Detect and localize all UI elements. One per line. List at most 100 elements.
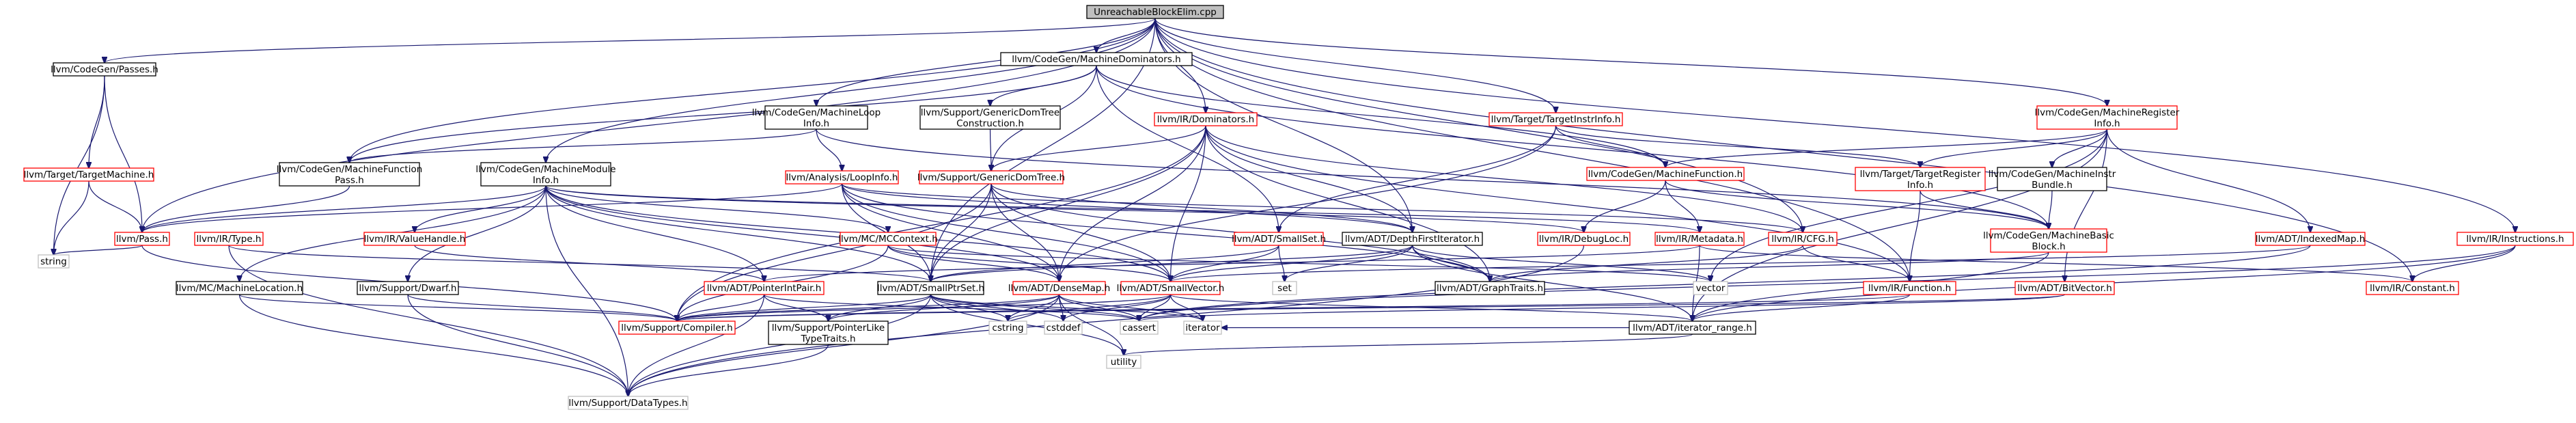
edge-layer — [54, 18, 2516, 396]
node-box-pointerintpair — [704, 281, 825, 295]
node-graphtraits[interactable]: llvm/ADT/GraphTraits.h — [1435, 281, 1545, 295]
node-label-smallset-line-1: llvm/ADT/SmallSet.h — [1232, 234, 1326, 245]
node-loopinfo[interactable]: llvm/Analysis/LoopInfo.h — [785, 170, 899, 185]
edge-machinemoduleinfo-to-densemap — [545, 185, 1060, 282]
node-targetmachine[interactable]: llvm/Target/TargetMachine.h — [23, 167, 154, 182]
node-passes[interactable]: llvm/CodeGen/Passes.h — [51, 62, 158, 77]
node-mccontext[interactable]: llvm/MC/MCContext.h — [838, 232, 938, 246]
node-genericdomtreeconstruction[interactable]: llvm/Support/GenericDomTreeConstruction.… — [919, 105, 1061, 130]
node-machinefunction[interactable]: llvm/CodeGen/MachineFunction.h — [1586, 167, 1745, 181]
edge-pointerintpair-to-datatypes — [628, 294, 765, 396]
node-box-cassert — [1120, 320, 1159, 335]
edge-pointerintpair-to-compiler — [677, 294, 765, 321]
node-smallset[interactable]: llvm/ADT/SmallSet.h — [1232, 232, 1326, 246]
edge-mccontext-to-densemap — [887, 245, 1060, 282]
node-compiler[interactable]: llvm/Support/Compiler.h — [618, 320, 736, 335]
node-machinelocation[interactable]: llvm/MC/MachineLocation.h — [176, 281, 303, 295]
node-ircfg[interactable]: llvm/IR/CFG.h — [1768, 232, 1838, 246]
node-machinedominators[interactable]: llvm/CodeGen/MachineDominators.h — [1000, 52, 1193, 66]
node-label-set-line-1: set — [1277, 283, 1292, 294]
node-genericdomtree[interactable]: llvm/Support/GenericDomTree.h — [917, 170, 1065, 185]
node-label-machineinstrbundle-line-1: llvm/CodeGen/MachineInstr — [1989, 169, 2116, 180]
edge-machinemoduleinfo-to-irmetadata — [545, 185, 1700, 232]
node-box-loopinfo — [785, 170, 899, 185]
node-cstddef: cstddef — [1044, 320, 1083, 335]
edge-irfunction-to-iteratorrange — [1693, 294, 1911, 321]
node-irtype[interactable]: llvm/IR/Type.h — [194, 232, 264, 246]
node-label-bitvector-line-1: llvm/ADT/BitVector.h — [2017, 283, 2112, 294]
edge-machineregisterinfo-to-targetregisterinfo — [1920, 128, 2108, 167]
node-bitvector[interactable]: llvm/ADT/BitVector.h — [2014, 281, 2115, 295]
node-box-smallptrset — [877, 281, 984, 295]
node-label-cstddef-line-1: cstddef — [1047, 323, 1081, 333]
edge-smallptrset-to-cstring — [930, 294, 1008, 321]
edge-machinefunction-to-irmetadata — [1665, 180, 1700, 232]
edge-machinemoduleinfo-to-datatypes — [545, 185, 628, 396]
node-irdominators[interactable]: llvm/IR/Dominators.h — [1154, 112, 1258, 126]
node-irconstant[interactable]: llvm/IR/Constant.h — [2366, 281, 2459, 295]
edge-smallptrset-to-compiler — [677, 294, 932, 321]
node-label-smallvector-line-1: llvm/ADT/SmallVector.h — [1117, 283, 1225, 294]
node-densemap[interactable]: llvm/ADT/DenseMap.h — [1008, 281, 1111, 295]
edge-bitvector-to-compiler — [677, 294, 2066, 321]
edge-densemap-to-utility — [1058, 294, 1124, 355]
node-label-pointerliketypetraits-line-2: TypeTraits.h — [800, 333, 855, 344]
edge-passes-to-pass — [104, 75, 142, 232]
node-label-machinebasicblock-line-2: Block.h — [2032, 241, 2065, 252]
edge-targetregisterinfo-to-machinebasicblock — [1920, 190, 2049, 229]
node-label-graphtraits-line-1: llvm/ADT/GraphTraits.h — [1437, 283, 1543, 294]
node-utility: utility — [1106, 355, 1141, 369]
node-dwarf[interactable]: llvm/Support/Dwarf.h — [357, 281, 459, 295]
node-label-machineregisterinfo-line-2: Info.h — [2094, 118, 2120, 129]
edge-irinstructions-to-cassert — [1139, 245, 2516, 321]
edge-passes-to-string — [54, 75, 105, 255]
node-depthfirstiterator[interactable]: llvm/ADT/DepthFirstIterator.h — [1342, 232, 1483, 246]
edge-machinefunction-to-machinebasicblock — [1665, 180, 2049, 229]
node-targetinstrinfo[interactable]: llvm/Target/TargetInstrInfo.h — [1488, 112, 1623, 126]
node-label-indexedmap-line-1: llvm/ADT/IndexedMap.h — [2256, 234, 2366, 245]
edge-dwarf-to-compiler — [407, 294, 677, 321]
node-indexedmap[interactable]: llvm/ADT/IndexedMap.h — [2255, 232, 2366, 246]
node-debugloc[interactable]: llvm/IR/DebugLoc.h — [1537, 232, 1631, 246]
edge-genericdomtree-to-smallvector — [991, 183, 1171, 282]
node-irinstructions[interactable]: llvm/IR/Instructions.h — [2456, 232, 2574, 246]
node-label-targetinstrinfo-line-1: llvm/Target/TargetInstrInfo.h — [1491, 114, 1621, 125]
node-box-irconstant — [2366, 281, 2459, 295]
edge-valuehandle-to-pointerintpair — [414, 245, 764, 282]
node-smallvector[interactable]: llvm/ADT/SmallVector.h — [1117, 281, 1225, 295]
edge-root-to-passes — [105, 18, 1156, 63]
edge-iteratorrange-to-utility — [1124, 333, 1693, 355]
node-box-targetinstrinfo — [1488, 112, 1623, 126]
node-box-machinebasicblock — [1990, 228, 2107, 253]
node-pass[interactable]: llvm/Pass.h — [114, 232, 170, 246]
node-label-dwarf-line-1: llvm/Support/Dwarf.h — [359, 283, 457, 294]
node-pointerintpair[interactable]: llvm/ADT/PointerIntPair.h — [704, 281, 825, 295]
node-layer: UnreachableBlockElim.cppllvm/CodeGen/Pas… — [23, 5, 2574, 410]
node-label-irconstant-line-1: llvm/IR/Constant.h — [2370, 283, 2455, 294]
edge-machinebasicblock-to-graphtraits — [1490, 251, 2049, 282]
node-box-machineloopinfo — [764, 105, 868, 130]
edge-debugloc-to-datatypes — [628, 245, 1585, 396]
node-iteratorrange[interactable]: llvm/ADT/iterator_range.h — [1629, 320, 1756, 335]
edge-machinedominators-to-machinefunction — [1096, 65, 1665, 167]
node-irfunction[interactable]: llvm/IR/Function.h — [1863, 281, 1956, 295]
edge-genericdomtreeconstruction-to-genericdomtree — [991, 128, 992, 171]
node-label-passes-line-1: llvm/CodeGen/Passes.h — [51, 64, 158, 75]
node-smallptrset[interactable]: llvm/ADT/SmallPtrSet.h — [877, 281, 984, 295]
edge-mccontext-to-smallvector — [887, 245, 1171, 282]
edge-bitvector-to-cassert — [1139, 294, 2066, 321]
edge-machinelocation-to-compiler — [238, 294, 678, 321]
node-box-datatypes — [568, 396, 689, 410]
edge-ircfg-to-irfunction — [1802, 245, 1910, 282]
node-irmetadata[interactable]: llvm/IR/Metadata.h — [1654, 232, 1745, 246]
node-valuehandle[interactable]: llvm/IR/ValueHandle.h — [363, 232, 466, 246]
node-label-smallptrset-line-1: llvm/ADT/SmallPtrSet.h — [877, 283, 984, 294]
